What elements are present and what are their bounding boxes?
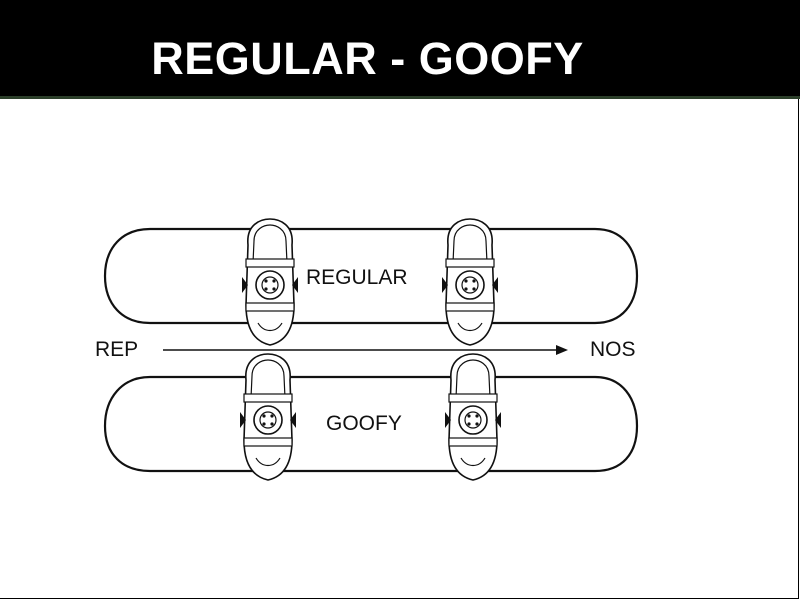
goofy-snowboard bbox=[103, 353, 639, 481]
front-binding-icon bbox=[241, 218, 299, 346]
rear-binding-icon bbox=[444, 353, 502, 481]
rear-binding-icon bbox=[441, 218, 499, 346]
direction-arrow bbox=[163, 345, 568, 355]
header-bar: REGULAR - GOOFY bbox=[0, 0, 800, 99]
page-title: REGULAR - GOOFY bbox=[151, 33, 584, 84]
regular-snowboard bbox=[103, 218, 639, 346]
direction-from-label: REP bbox=[95, 338, 139, 361]
diagram-frame bbox=[0, 99, 799, 599]
goofy-label: GOOFY bbox=[326, 412, 402, 435]
direction-to-label: NOS bbox=[590, 338, 636, 361]
front-binding-icon bbox=[239, 353, 297, 481]
regular-label: REGULAR bbox=[306, 266, 408, 289]
